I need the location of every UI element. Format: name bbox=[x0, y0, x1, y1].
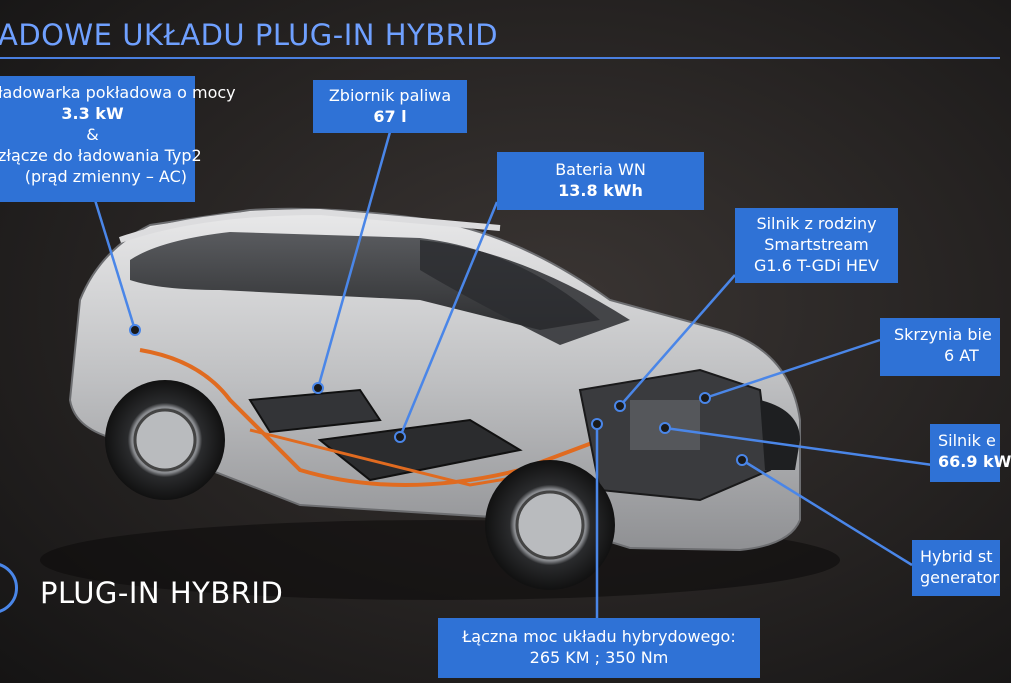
charger-label: ładowarka pokładowa o mocy bbox=[0, 83, 236, 102]
fuel-tank bbox=[248, 388, 382, 434]
battery-pack bbox=[317, 418, 523, 482]
roof-rail bbox=[119, 208, 501, 243]
front-grille bbox=[760, 400, 800, 470]
charger-connector: złącze do ładowania Typ2 bbox=[0, 146, 202, 165]
callout-engine: Silnik z rodziny Smartstream G1.6 T-GDi … bbox=[735, 208, 898, 283]
callout-electric-motor: Silnik e 66.9 kW bbox=[930, 424, 1011, 482]
fuel-tank-capacity: 67 l bbox=[373, 107, 407, 126]
fuel-tank-label: Zbiornik paliwa bbox=[328, 86, 452, 105]
callout-hybrid-starter-generator: Hybrid st generator bbox=[912, 540, 1000, 596]
charger-ampersand: & bbox=[86, 125, 99, 144]
callout-fuel-tank: Zbiornik paliwa 67 l bbox=[313, 80, 467, 133]
battery-label: Bateria WN bbox=[555, 160, 646, 179]
total-power-value: 265 KM ; 350 Nm bbox=[529, 648, 669, 667]
callout-onboard-charger: ładowarka pokładowa o mocy 3.3 kW & złąc… bbox=[0, 76, 236, 202]
page-title: ADOWE UKŁADU PLUG-IN HYBRID bbox=[0, 18, 499, 52]
windshield bbox=[420, 240, 630, 345]
engine-family-label: Silnik z rodziny bbox=[756, 214, 877, 233]
callout-total-system-power: Łączna moc układu hybrydowego: 265 KM ; … bbox=[438, 618, 760, 678]
leader-dots bbox=[129, 324, 748, 466]
callout-hv-battery: Bateria WN 13.8 kWh bbox=[497, 152, 704, 210]
charger-current-type: (prąd zmienny – AC) bbox=[24, 167, 187, 186]
battery-capacity: 13.8 kWh bbox=[558, 181, 643, 200]
callout-gearbox: Skrzynia bie 6 AT bbox=[880, 318, 1000, 376]
electric-motor-label: Silnik e bbox=[938, 431, 996, 450]
hsg-label: Hybrid st bbox=[920, 547, 993, 566]
gearbox-label: Skrzynia bie bbox=[894, 325, 992, 344]
engine-model: G1.6 T-GDi HEV bbox=[754, 256, 879, 275]
gearbox-type: 6 AT bbox=[944, 346, 979, 365]
electric-motor-power: 66.9 kW bbox=[938, 452, 1011, 471]
hv-cables bbox=[139, 348, 601, 487]
leader-lines bbox=[93, 131, 941, 620]
hsg-label-2: generator bbox=[920, 568, 1000, 587]
plug-in-hybrid-label: PLUG-IN HYBRID bbox=[40, 576, 284, 610]
charger-power: 3.3 kW bbox=[61, 104, 124, 123]
engine-series: Smartstream bbox=[764, 235, 869, 254]
total-power-label: Łączna moc układu hybrydowego: bbox=[462, 627, 736, 646]
title-divider bbox=[0, 57, 1000, 59]
